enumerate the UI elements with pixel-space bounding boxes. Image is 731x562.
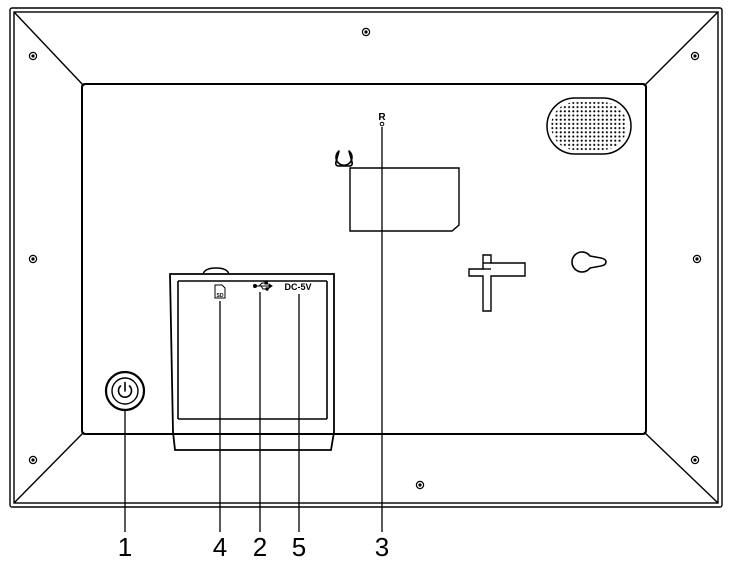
dc-input-label: DC-5V [284,282,311,292]
outer-frame [9,7,723,508]
sd-card-label: SD [217,293,224,299]
port-bay [169,267,335,451]
label-plate [349,167,460,232]
callout-number-sd: 4 [213,532,227,562]
keyhole-mount-right [571,251,607,273]
callout-number-usb: 2 [253,532,267,562]
screw [690,455,700,465]
reset-label: R [378,112,386,123]
callout-number-reset: 3 [375,532,389,562]
callout-leaders [124,127,383,532]
sd-card-icon: SD [214,284,226,299]
screw-group [28,27,702,490]
screw [28,254,38,264]
screw [361,27,371,37]
screw [415,480,425,490]
usb-icon [253,281,273,291]
reset-hole [379,121,385,127]
power-icon [117,381,133,398]
screw [28,455,38,465]
callout-number-power: 1 [118,532,132,562]
keyhole-mount-left [335,150,353,167]
screw [692,254,702,264]
stand-slot [468,254,526,312]
reset-marker: R [378,112,386,127]
screw [690,51,700,61]
power-button [104,370,146,412]
callout-number-dc: 5 [292,532,306,562]
speaker-grille [546,97,632,155]
screw [28,51,38,61]
callout-numbers: 1 2 3 4 5 [118,532,389,562]
